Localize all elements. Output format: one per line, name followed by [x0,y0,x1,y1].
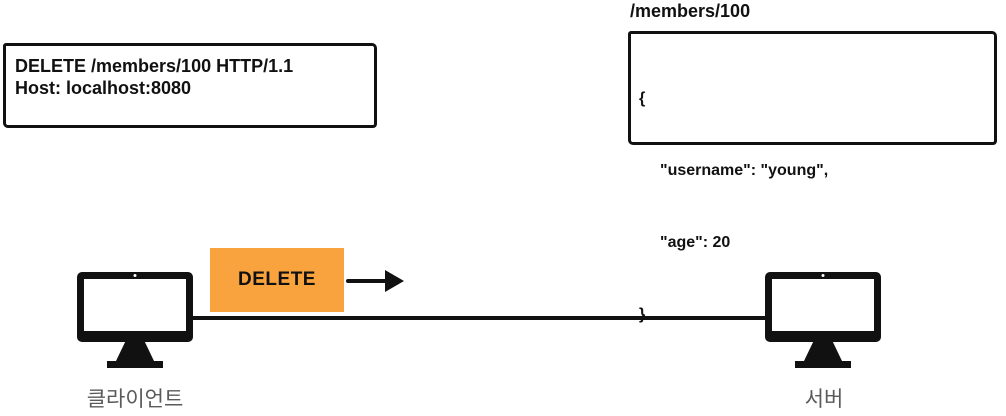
camera-dot-icon [821,274,825,277]
monitor-screen [772,279,874,331]
request-line: DELETE /members/100 HTTP/1.1 [15,56,294,76]
monitor-screen [84,279,186,331]
json-age-line: "age": 20 [660,234,731,251]
json-username-line: "username": "young", [660,162,829,179]
client-monitor-icon [77,272,193,368]
json-open-brace: { [639,90,646,107]
json-close-brace: } [639,306,646,323]
request-arrow-shaft [346,279,387,283]
monitor-stand [116,342,154,361]
client-server-connection-line [190,316,767,320]
http-request-box: DELETE /members/100 HTTP/1.1 Host: local… [3,43,377,128]
monitor-body [765,272,881,342]
request-arrow-head-icon [385,270,404,292]
host-header-line: Host: localhost:8080 [15,78,192,98]
monitor-body [77,272,193,342]
monitor-base [107,361,163,368]
monitor-base [795,361,851,368]
resource-path-label: /members/100 [630,1,751,21]
server-label: 서버 [804,388,844,411]
client-label: 클라이언트 [86,388,184,411]
delete-method-label: DELETE [238,269,316,290]
delete-method-box: DELETE [210,248,344,312]
resource-json-box: { "username": "young", "age": 20 } [628,31,997,323]
camera-dot-icon [133,274,137,277]
server-monitor-icon [765,272,881,368]
monitor-stand [804,342,842,361]
